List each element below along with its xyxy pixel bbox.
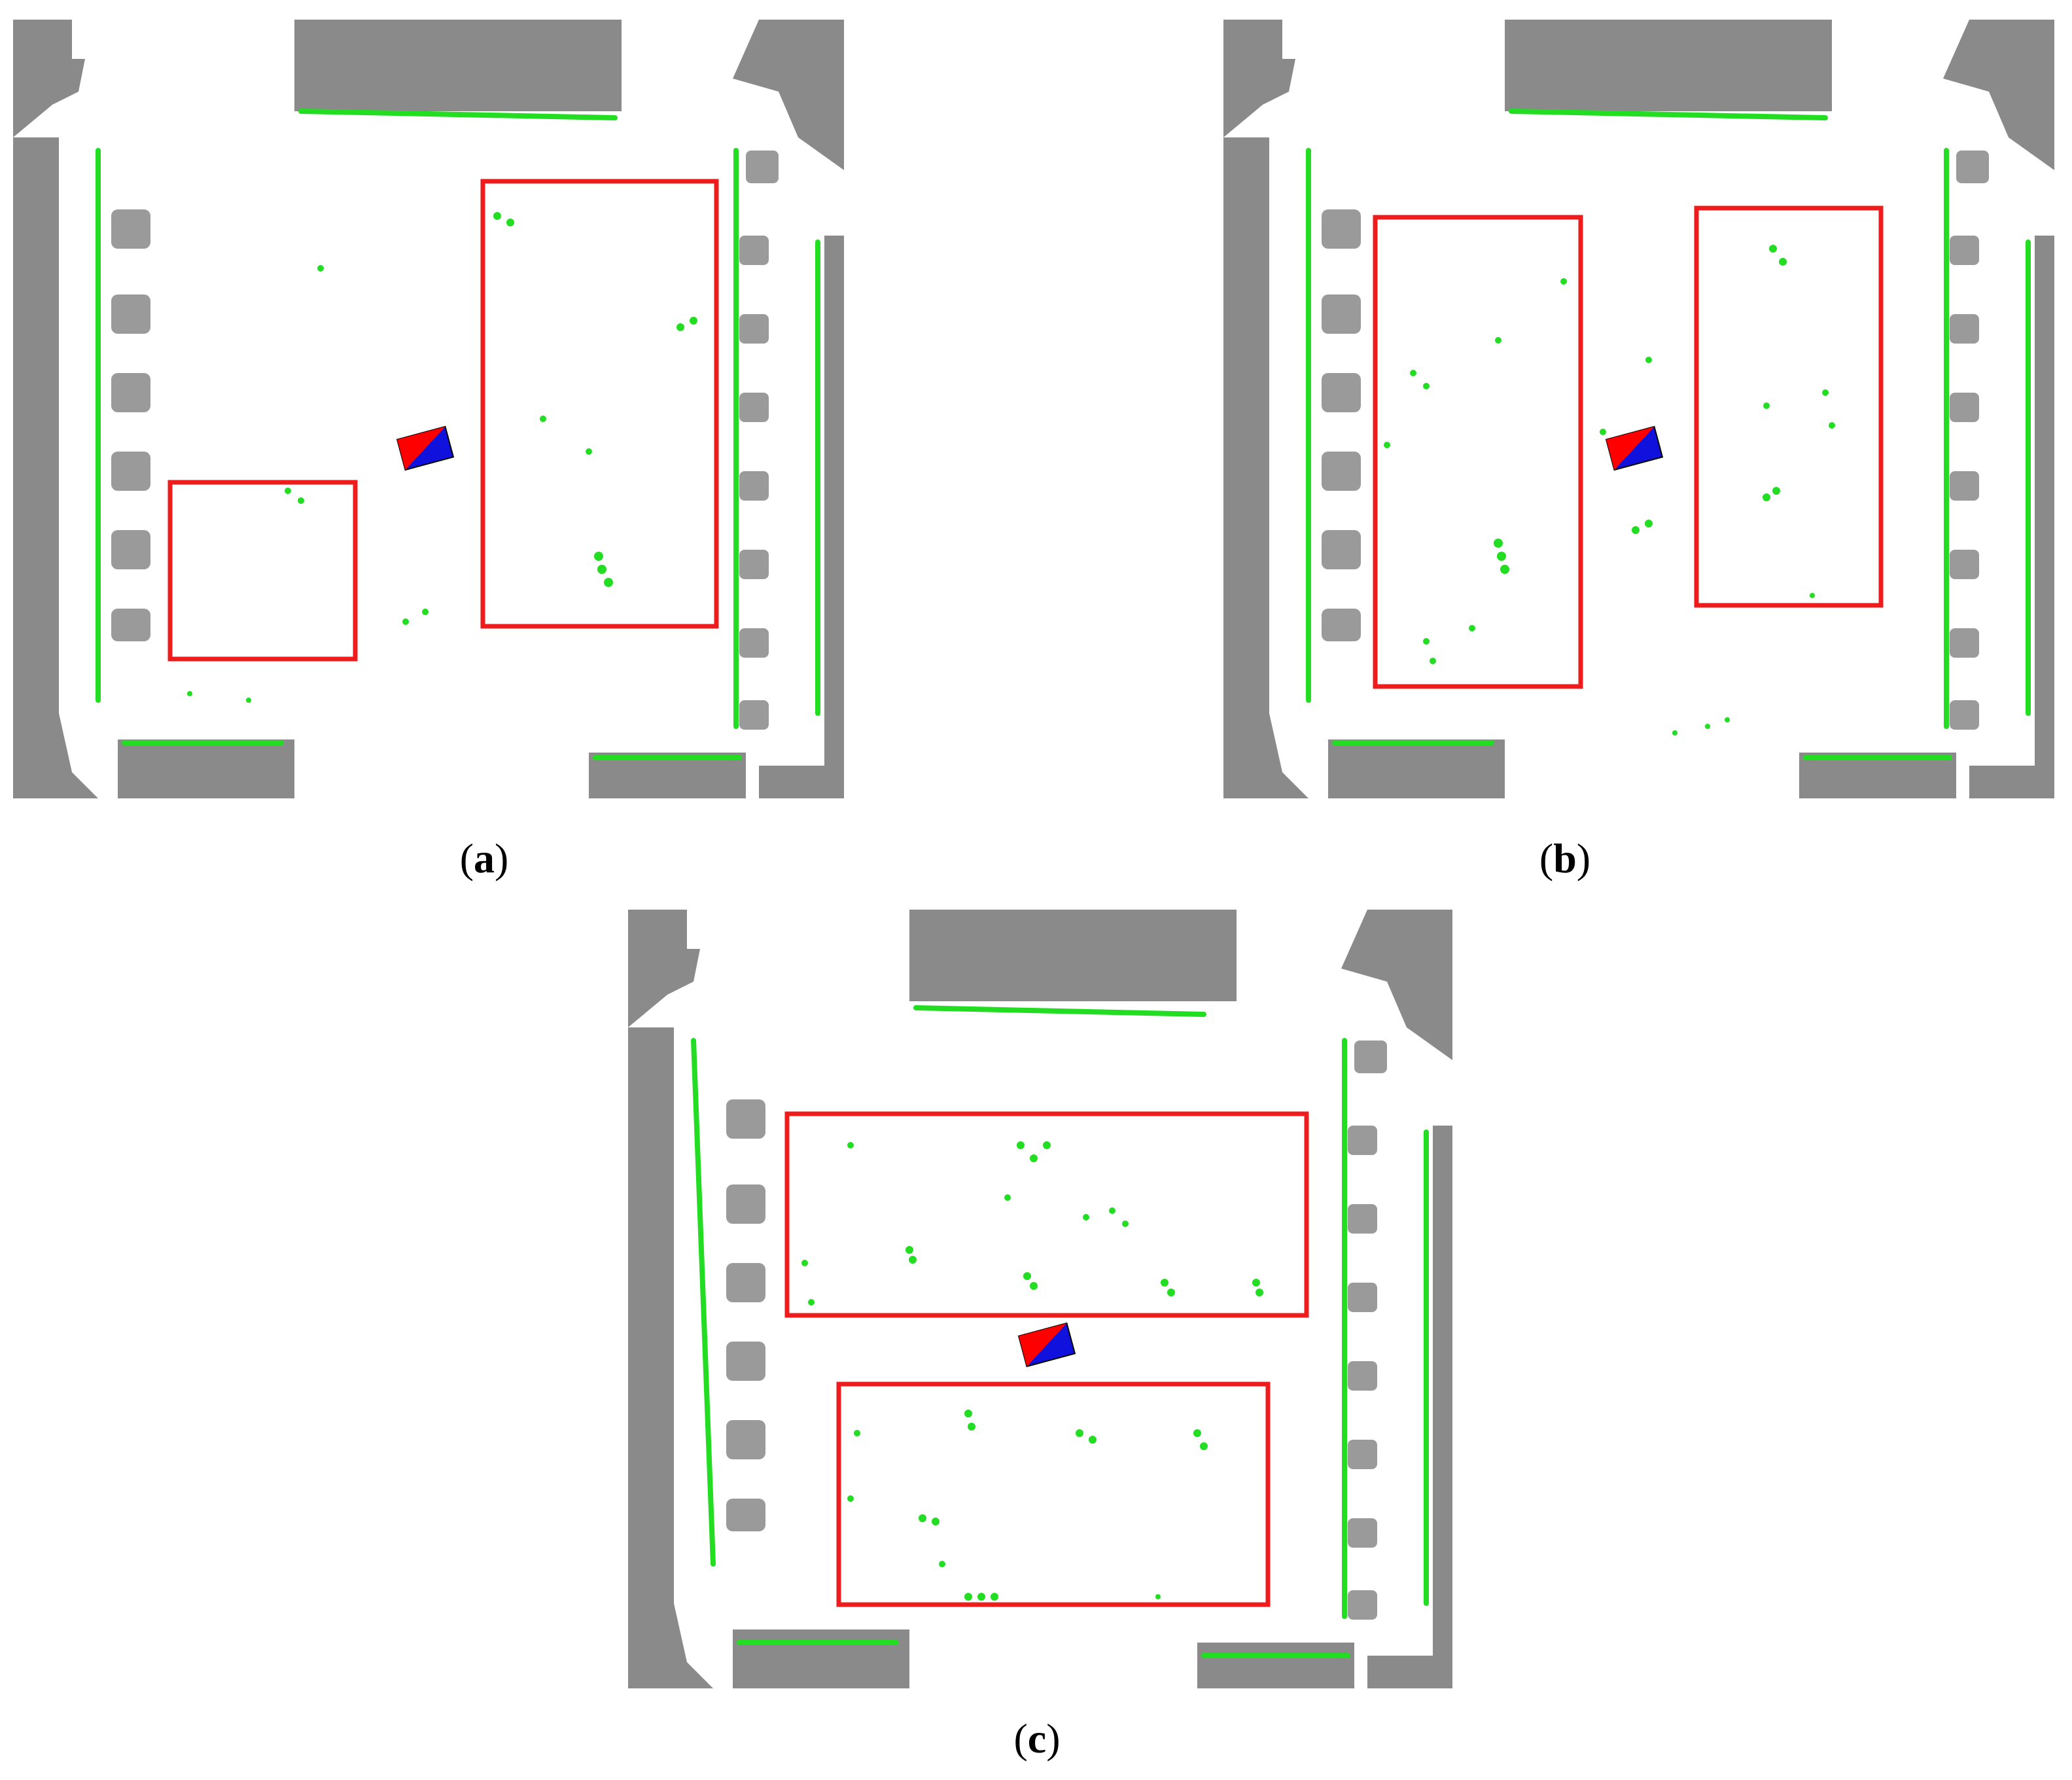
- region-boxes: [784, 1111, 1309, 1607]
- pillars-right: [1950, 151, 1989, 730]
- map-panel-c: [628, 910, 1452, 1688]
- occupancy-map-a: [13, 20, 844, 798]
- dynamic-detections: [1384, 245, 1835, 736]
- occupied-regions: [628, 910, 1452, 1688]
- region-box-1: [1373, 215, 1583, 689]
- robot-icon: [1017, 1322, 1076, 1368]
- pillars-right: [739, 151, 779, 730]
- occupied-regions: [13, 20, 844, 798]
- wall-detections: [691, 1005, 1429, 1658]
- region-box-2: [480, 179, 719, 629]
- region-box-2: [836, 1381, 1271, 1607]
- map-panel-b: [1223, 20, 2054, 798]
- pillars-left: [1322, 209, 1361, 641]
- dynamic-detections: [187, 212, 697, 703]
- caption-a: (a): [459, 835, 509, 881]
- wall-detections: [1306, 109, 2031, 760]
- pillars-left: [726, 1099, 765, 1531]
- occupied-regions: [1223, 20, 2054, 798]
- region-boxes: [167, 179, 719, 662]
- region-boxes: [1373, 205, 1884, 689]
- region-box-1: [167, 480, 358, 662]
- map-panel-a: [13, 20, 844, 798]
- occupancy-map-c: [628, 910, 1452, 1688]
- wall-detections: [96, 109, 820, 760]
- robot-icon: [1605, 425, 1664, 471]
- occupancy-map-b: [1223, 20, 2054, 798]
- dynamic-detections: [801, 1141, 1263, 1601]
- caption-b: (b): [1539, 835, 1591, 881]
- robot-icon: [396, 425, 455, 471]
- pillars-right: [1348, 1041, 1387, 1620]
- region-box-1: [784, 1111, 1309, 1318]
- region-box-2: [1694, 205, 1884, 608]
- free-space: [13, 20, 844, 798]
- caption-c: (c): [1013, 1715, 1061, 1762]
- pillars-left: [111, 209, 150, 641]
